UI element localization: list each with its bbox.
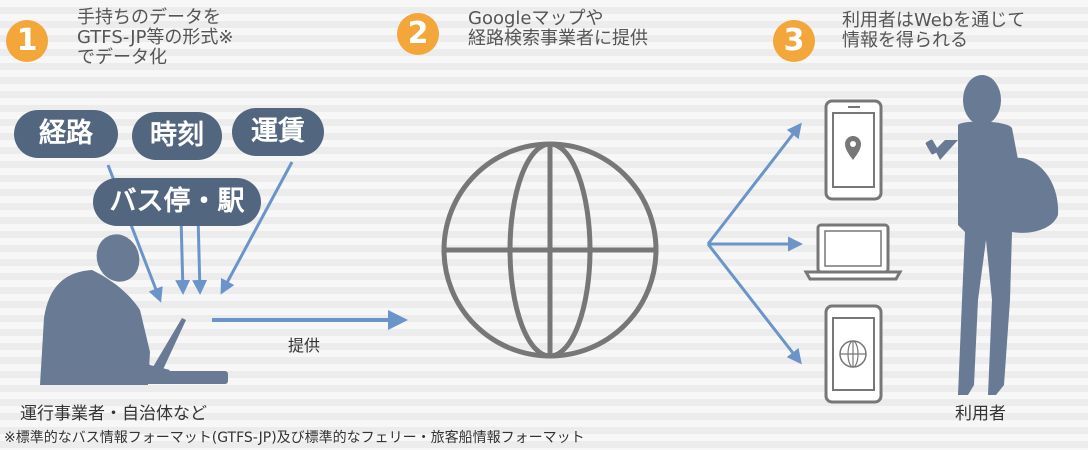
device-arrows <box>706 122 803 365</box>
smartphone-map-pin-icon <box>824 99 883 201</box>
step-3-badge: 3 <box>773 20 815 62</box>
tablet-globe-icon <box>824 304 883 404</box>
pill-stop-station: バス停・駅 <box>93 178 261 226</box>
provide-arrow-label: 提供 <box>288 336 321 355</box>
globe-icon <box>441 141 659 359</box>
step-2-badge: 2 <box>397 13 439 55</box>
pill-timetable: 時刻 <box>132 112 222 160</box>
step-1-text: 手持ちのデータを GTFS-JP等の形式※ でデータ化 <box>77 7 234 68</box>
laptop-icon <box>803 223 903 281</box>
user-caption: 利用者 <box>955 404 1006 424</box>
step-2-text: Googleマップや 経路検索事業者に提供 <box>468 8 648 49</box>
operator-silhouette-icon <box>40 234 228 385</box>
pill-route: 経路 <box>14 110 118 158</box>
pill-fare: 運賃 <box>232 108 324 156</box>
operator-caption: 運行事業者・自治体など <box>20 404 207 424</box>
user-silhouette-icon <box>925 75 1059 395</box>
step-1-badge: 1 <box>6 20 48 62</box>
footnote: ※標準的なバス情報フォーマット(GTFS-JP)及び標準的なフェリー・旅客船情報… <box>4 430 585 446</box>
step-3-text: 利用者はWebを通じて 情報を得られる <box>842 10 1026 51</box>
